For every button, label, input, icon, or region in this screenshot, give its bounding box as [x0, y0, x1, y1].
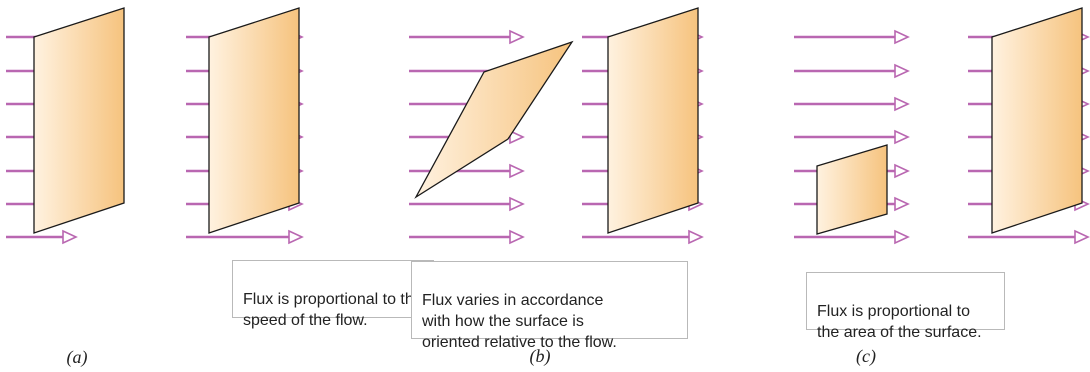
flow-arrow — [794, 231, 908, 243]
flow-arrow — [409, 165, 523, 177]
flow-arrow — [794, 65, 908, 77]
panel-label-a: (a) — [57, 347, 97, 368]
caption-box-a: Flux is proportional to the speed of the… — [232, 260, 434, 318]
flow-arrow — [794, 131, 908, 143]
flow-arrow — [6, 231, 76, 243]
caption-box-c: Flux is proportional to the area of the … — [806, 272, 1005, 330]
flow-arrow — [794, 98, 908, 110]
flow-arrow — [409, 198, 523, 210]
flow-arrow — [794, 31, 908, 43]
flow-arrow — [409, 231, 523, 243]
arrow-layer-front — [6, 231, 76, 243]
panel-label-b: (b) — [520, 346, 560, 367]
surface-normal — [608, 8, 698, 233]
caption-box-b: Flux varies in accordance with how the s… — [411, 261, 688, 339]
flow-arrow — [409, 31, 523, 43]
surface-layer — [34, 8, 1082, 234]
panel-label-c: (c) — [846, 346, 886, 367]
flow-arrow — [968, 231, 1088, 243]
surface-slow — [34, 8, 124, 233]
surface-large — [992, 8, 1082, 233]
caption-text-c: Flux is proportional to the area of the … — [817, 303, 982, 341]
caption-text-b: Flux varies in accordance with how the s… — [422, 292, 617, 351]
surface-small — [817, 145, 887, 234]
flow-arrow — [186, 231, 302, 243]
surface-fast — [209, 8, 299, 233]
flow-arrow — [582, 231, 702, 243]
surface-tilted — [416, 42, 572, 197]
